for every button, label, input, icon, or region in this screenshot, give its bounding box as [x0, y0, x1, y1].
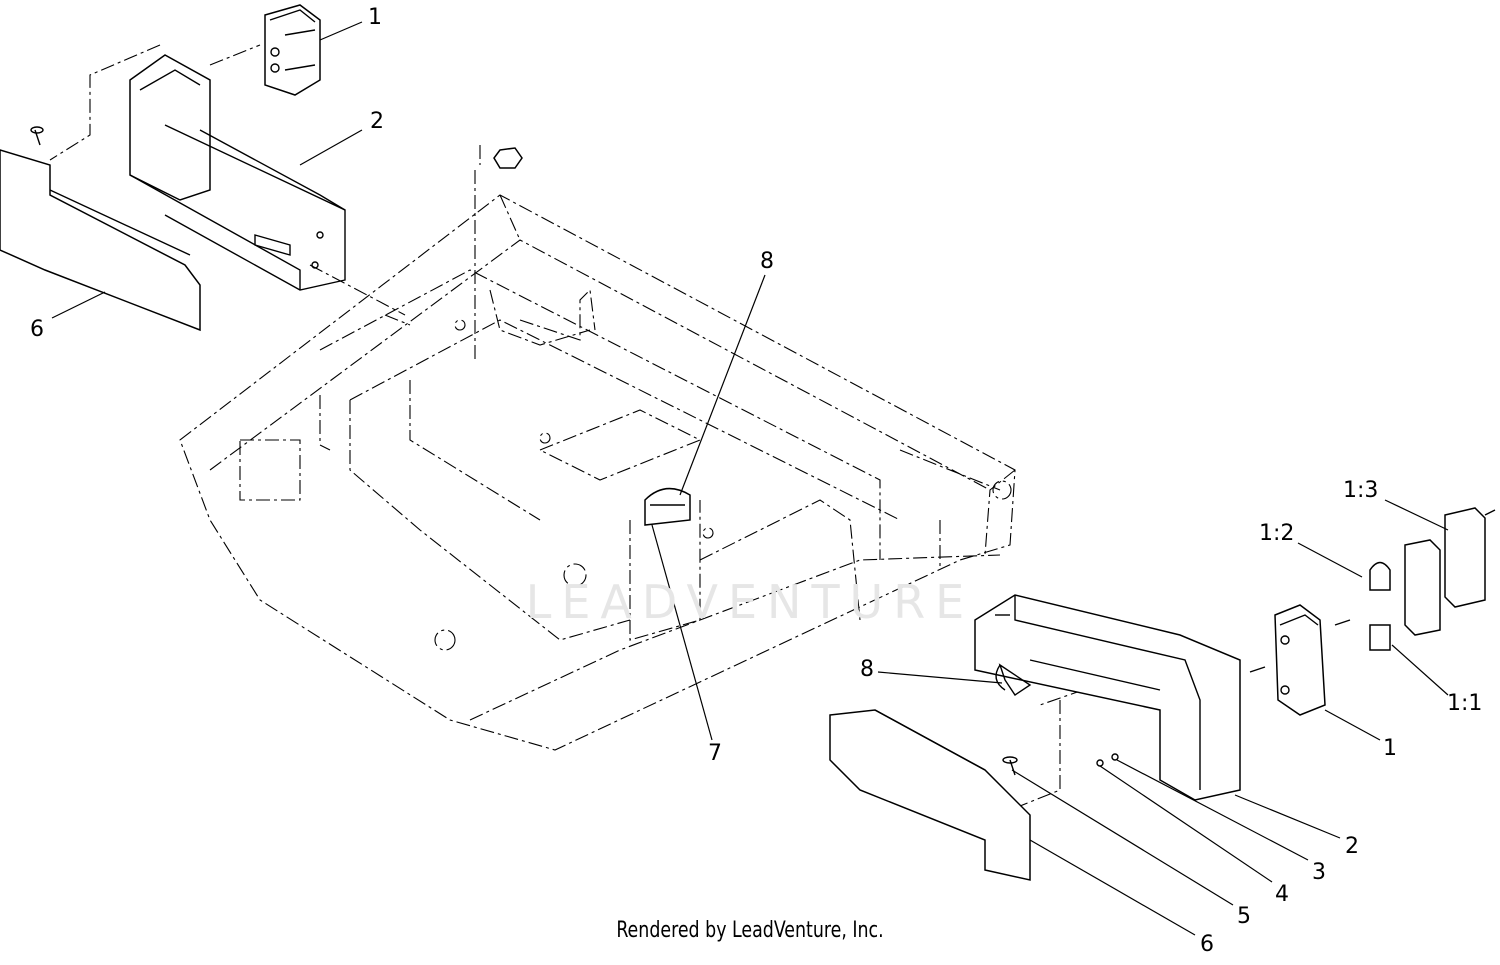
mount-bracket-right	[974, 594, 1241, 801]
nut-top	[493, 147, 523, 169]
callout-3: 3	[1312, 860, 1326, 885]
callout-2-top: 2	[370, 109, 384, 134]
alignment-lines	[49, 44, 1241, 811]
callout-1-3: 1:3	[1343, 478, 1378, 503]
center-clamp	[644, 487, 691, 526]
callout-8-right: 8	[860, 657, 874, 682]
lens-gaskets-right	[1404, 507, 1496, 636]
callout-labels: 1 2 6 8 7 8 1:3 1:2 1:1 1 2 3 4 5 6	[30, 5, 1482, 957]
tail-light-top	[264, 4, 321, 96]
callout-1-top: 1	[368, 5, 382, 30]
frame-phantom	[179, 170, 1016, 751]
callout-1-1: 1:1	[1447, 691, 1482, 716]
mount-bracket-top	[129, 54, 346, 291]
callout-6-right: 6	[1200, 932, 1214, 957]
side-panel-left	[0, 126, 201, 332]
leader-lines	[51, 21, 1449, 936]
callout-2-right: 2	[1345, 834, 1359, 859]
tail-light-right	[1249, 604, 1326, 716]
callout-4: 4	[1275, 882, 1289, 907]
watermark-logo-text: LEADVENTURE	[525, 575, 975, 629]
bulbs-right	[1334, 561, 1391, 651]
callout-1-right: 1	[1383, 736, 1397, 761]
callout-8-center: 8	[760, 249, 774, 274]
callout-6-left: 6	[30, 317, 44, 342]
side-panel-right	[829, 709, 1031, 881]
callout-5: 5	[1237, 904, 1251, 929]
rendered-by-footer: Rendered by LeadVenture, Inc.	[616, 918, 884, 943]
callout-7-center: 7	[708, 741, 722, 766]
pin-clip-right	[995, 663, 1032, 696]
washers-right	[1096, 753, 1119, 767]
callout-1-2: 1:2	[1259, 521, 1294, 546]
